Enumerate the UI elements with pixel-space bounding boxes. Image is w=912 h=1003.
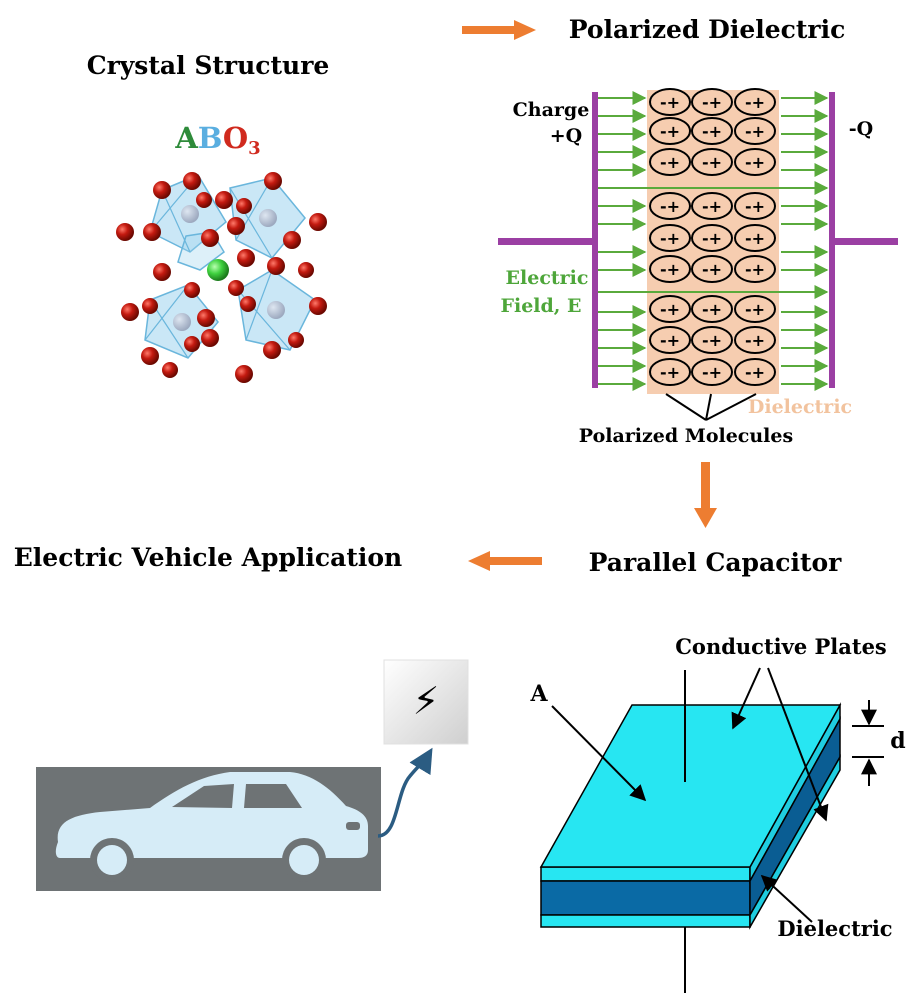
polarized-molecule: [734, 117, 776, 145]
arrow-right-top: [462, 20, 536, 40]
molecule-sign: -+: [702, 260, 722, 279]
molecule-sign: -+: [745, 260, 765, 279]
molecule-sign: -+: [702, 363, 722, 382]
polarized-molecule: [691, 117, 733, 145]
arrow-down: [694, 462, 717, 528]
polarized-molecule: [691, 192, 733, 220]
polarized-molecule: [691, 88, 733, 116]
polarized-molecule: [649, 358, 691, 386]
perovskite-crystal: [116, 172, 327, 383]
molecule-sign: -+: [702, 300, 722, 319]
dielectric-slab: [647, 90, 779, 394]
polarized-molecules-grid: -+ -+ -+ -+ -+ -+ -+ -+ -+ -+ -+ -+ -+ -+ -+ -+ -+ -+ -+ -+…: [649, 88, 776, 386]
formula-b: B: [198, 121, 223, 155]
electric-label: Electric: [506, 267, 589, 289]
polarized-molecule: [734, 295, 776, 323]
dielectric-label-top: Dielectric: [748, 396, 852, 418]
a-site-atom: [207, 259, 229, 281]
charger-box: [383, 659, 469, 745]
molecule-sign: -+: [660, 300, 680, 319]
polarized-molecule: [649, 88, 691, 116]
molecule-sign: -+: [745, 331, 765, 350]
polarized-molecule: [691, 295, 733, 323]
polarized-molecule-pointers: [665, 393, 757, 421]
molecule-sign: -+: [660, 93, 680, 112]
arrow-left-middle: [468, 551, 542, 571]
area-a-label: A: [529, 681, 548, 707]
molecule-sign: -+: [702, 153, 722, 172]
plus-q-label: +Q: [550, 125, 582, 147]
molecule-sign: -+: [745, 122, 765, 141]
molecule-sign: -+: [702, 331, 722, 350]
polarized-molecule: [691, 148, 733, 176]
polarized-molecule: [649, 117, 691, 145]
molecule-sign: -+: [702, 197, 722, 216]
formula-subscript: 3: [248, 138, 261, 159]
formula-a: A: [174, 121, 198, 155]
molecule-sign: -+: [702, 229, 722, 248]
formula-abo3: ABO3: [174, 121, 260, 159]
polarized-molecule: [649, 326, 691, 354]
parallel-capacitor-title: Parallel Capacitor: [589, 548, 843, 577]
left-plate: [592, 92, 598, 388]
polarized-molecule: [691, 224, 733, 252]
oxygen-atoms: [116, 172, 327, 383]
molecule-sign: -+: [745, 153, 765, 172]
polarized-molecule: [691, 255, 733, 283]
conductive-plates-label: Conductive Plates: [675, 634, 887, 659]
minus-q-label: -Q: [849, 118, 873, 140]
polarized-molecule: [649, 295, 691, 323]
b-site-atoms: [173, 205, 285, 331]
polarized-molecule: [734, 192, 776, 220]
molecule-sign: -+: [660, 197, 680, 216]
molecule-sign: -+: [745, 93, 765, 112]
molecule-sign: -+: [745, 363, 765, 382]
polarized-molecule: [734, 358, 776, 386]
polarized-molecule: [734, 255, 776, 283]
polarized-molecule: [734, 326, 776, 354]
field-e-label: Field, E: [500, 295, 581, 317]
molecule-sign: -+: [745, 300, 765, 319]
molecule-sign: -+: [702, 122, 722, 141]
molecule-sign: -+: [745, 197, 765, 216]
molecule-sign: -+: [660, 260, 680, 279]
polarized-molecule: [649, 192, 691, 220]
right-plate: [829, 92, 835, 388]
lightning-bolt-icon: ⚡: [413, 679, 440, 723]
electric-vehicle-title: Electric Vehicle Application: [14, 543, 403, 572]
polarized-molecule: [734, 88, 776, 116]
d-label: d: [890, 728, 905, 754]
molecule-sign: -+: [660, 153, 680, 172]
molecule-sign: -+: [745, 229, 765, 248]
capacitor-annotations: [551, 667, 884, 993]
car-icon: [55, 772, 368, 882]
molecule-sign: -+: [660, 331, 680, 350]
molecule-sign: -+: [702, 93, 722, 112]
dielectric-label-bottom: Dielectric: [777, 916, 892, 941]
electric-field-lines: [598, 91, 829, 391]
polarized-molecule: [734, 224, 776, 252]
charging-cable: [377, 747, 433, 838]
polarized-molecule: [734, 148, 776, 176]
molecule-sign: -+: [660, 363, 680, 382]
polarized-molecules-label: Polarized Molecules: [579, 425, 793, 447]
formula-o: O: [223, 121, 248, 155]
polarized-molecule: [691, 326, 733, 354]
polarized-molecule: [691, 358, 733, 386]
left-wire: [498, 238, 596, 245]
polarized-dielectric-title: Polarized Dielectric: [569, 15, 846, 44]
polarized-molecule: [649, 148, 691, 176]
crystal-structure-title: Crystal Structure: [87, 51, 330, 80]
polarized-molecule: [649, 224, 691, 252]
polarized-molecule: [649, 255, 691, 283]
molecule-sign: -+: [660, 122, 680, 141]
molecule-sign: -+: [660, 229, 680, 248]
charge-label: Charge: [513, 99, 590, 121]
right-wire: [834, 238, 898, 245]
